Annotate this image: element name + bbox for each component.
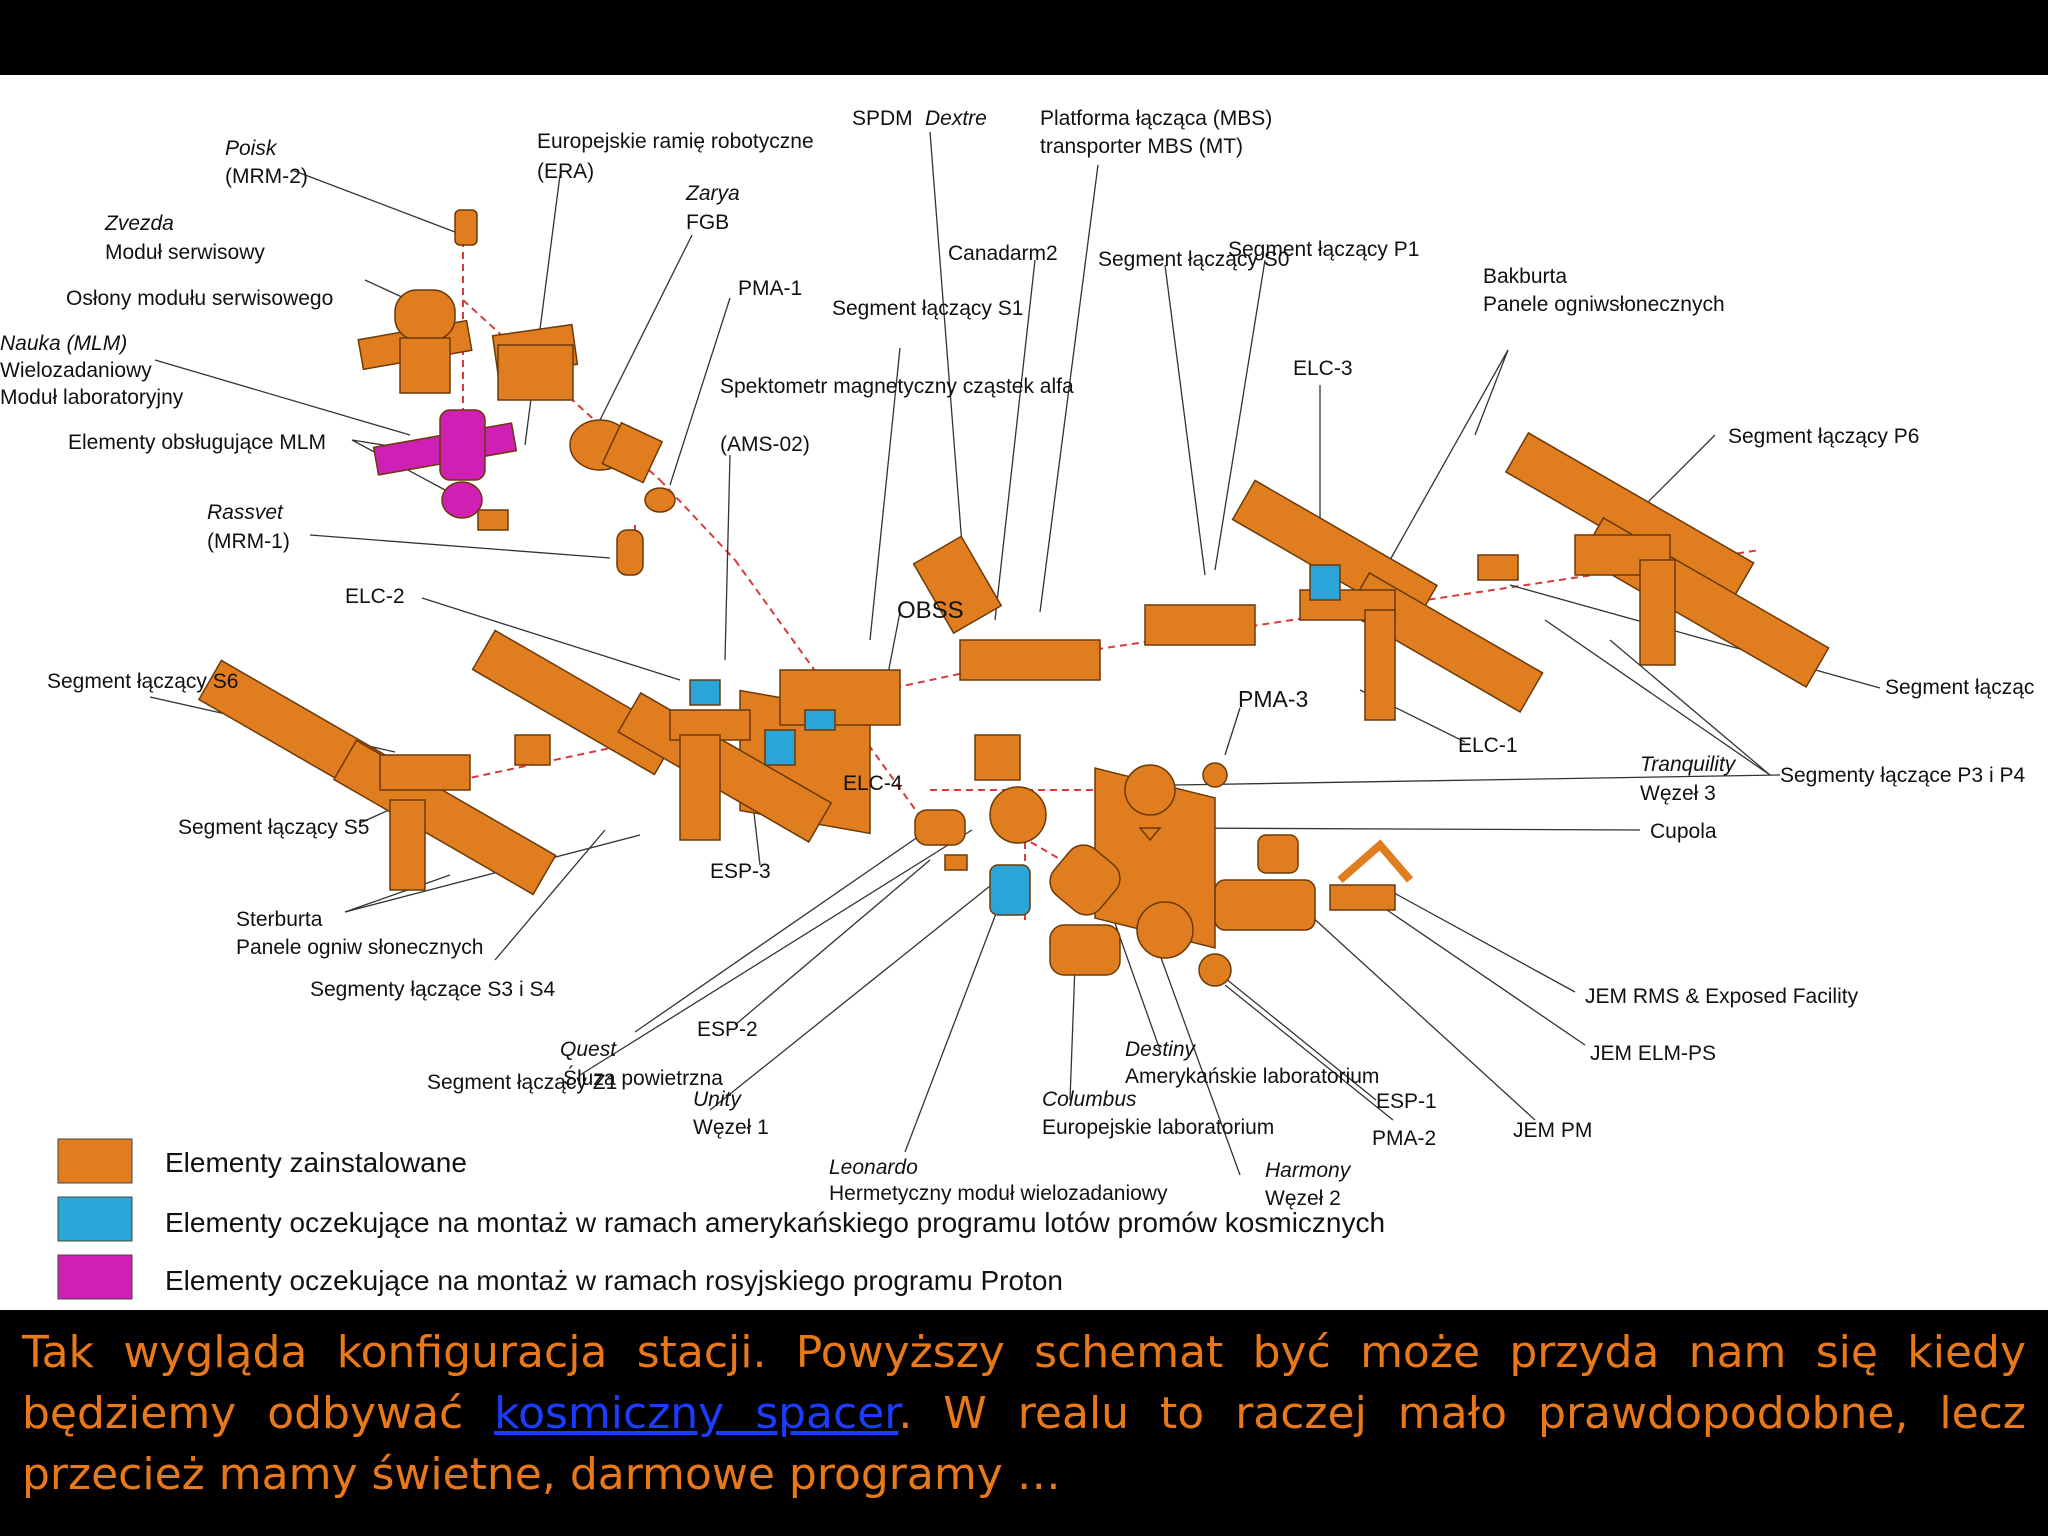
label-destiny-desc: Amerykańskie laboratorium (1125, 1065, 1379, 1088)
label-obss: OBSS (897, 597, 964, 624)
label-bakburta: Bakburta (1483, 265, 1567, 288)
label-p6: Segment łączący P6 (1728, 425, 1919, 448)
label-nauka-desc1: Wielozadaniowy (0, 359, 152, 382)
label-pma3: PMA-3 (1238, 686, 1308, 712)
label-pma2: PMA-2 (1372, 1127, 1436, 1150)
label-mrm2: (MRM-2) (225, 165, 308, 188)
label-harmony: Harmony (1265, 1159, 1352, 1182)
label-elc3: ELC-3 (1293, 357, 1353, 380)
label-s0: Segment łączący S0 (1098, 248, 1289, 271)
label-elc2: ELC-2 (345, 585, 405, 608)
label-columbus: Columbus (1042, 1088, 1137, 1111)
label-node2: Węzeł 2 (1265, 1187, 1341, 1210)
spacewalk-link[interactable]: kosmiczny spacer (494, 1388, 899, 1439)
label-pma1: PMA-1 (738, 277, 802, 300)
legend-label-installed: Elementy zainstalowane (165, 1147, 467, 1178)
label-leonardo-desc: Hermetyczny moduł wielozadaniowy (829, 1182, 1168, 1205)
legend-swatch-proton (57, 1254, 133, 1300)
label-era: Europejskie ramię robotyczne (537, 130, 814, 153)
label-mlm-support: Elementy obsługujące MLM (68, 431, 326, 454)
label-nauka: Nauka (MLM) (0, 332, 127, 355)
legend-swatch-shuttle (57, 1196, 133, 1242)
label-elc1: ELC-1 (1458, 734, 1518, 757)
label-columbus-desc: Europejskie laboratorium (1042, 1116, 1274, 1139)
label-rassvet: Rassvet (207, 501, 284, 524)
label-shields: Osłony modułu serwisowego (66, 287, 333, 310)
label-esp3: ESP-3 (710, 860, 771, 883)
label-z1: Segment łączący Z1 (427, 1071, 617, 1094)
label-leonardo: Leonardo (829, 1156, 918, 1179)
slide-caption: Tak wygląda konfiguracja stacji. Powyższ… (22, 1322, 2026, 1505)
label-fgb: FGB (686, 211, 729, 234)
caption-text-before: Tak wygląda konfiguracja stacji. Powyższ… (22, 1327, 2026, 1439)
label-unity: Unity (693, 1088, 742, 1111)
label-elc4: ELC-4 (843, 772, 903, 795)
label-destiny: Destiny (1125, 1038, 1197, 1061)
label-esp2: ESP-2 (697, 1018, 758, 1041)
label-ams: Spektometr magnetyczny cząstek alfa (720, 375, 1074, 398)
label-node1: Węzeł 1 (693, 1116, 769, 1139)
legend-item-proton: Elementy oczekujące na montaż w ramach r… (57, 1254, 1063, 1300)
label-node3: Węzeł 3 (1640, 782, 1716, 805)
legend-label-proton: Elementy oczekujące na montaż w ramach r… (165, 1265, 1063, 1296)
leader-lines (149, 131, 1881, 1176)
label-zvezda-desc: Moduł serwisowy (105, 241, 265, 264)
label-nauka-desc2: Moduł laboratoryjny (0, 386, 184, 409)
label-airlock: Śluza powietrzna (563, 1066, 723, 1090)
legend-swatch-installed (57, 1138, 133, 1184)
label-s5: Segment łączący S5 (178, 816, 369, 839)
caption-text-after: . W realu to raczej mało prawdopodobne, … (22, 1388, 2026, 1500)
label-mrm1: (MRM-1) (207, 530, 290, 553)
legend: Elementy zainstalowane Elementy oczekują… (57, 1138, 1385, 1300)
label-poisk: Poisk (225, 137, 278, 160)
diagram-labels: Poisk (MRM-2) Europejskie ramię robotycz… (0, 107, 2034, 1210)
label-jem-rms: JEM RMS & Exposed Facility (1585, 985, 1859, 1008)
label-jem-elm: JEM ELM-PS (1590, 1042, 1716, 1065)
label-mbs: Platforma łącząca (MBS) (1040, 107, 1272, 130)
station-modules (197, 209, 1830, 987)
label-sterburta-desc: Panele ogniw słonecznych (236, 936, 484, 959)
label-jem-pm: JEM PM (1513, 1119, 1592, 1142)
label-sterburta: Sterburta (236, 908, 323, 931)
label-cupola: Cupola (1650, 820, 1717, 843)
label-zarya: Zarya (685, 182, 740, 205)
label-bakburta-desc: Panele ogniwsłonecznych (1483, 293, 1725, 316)
label-p5: Segment łącząc (1885, 676, 2034, 699)
label-quest: Quest (560, 1038, 617, 1061)
label-ams-abbr: (AMS-02) (720, 433, 810, 456)
label-p1: Segment łączący P1 (1228, 238, 1419, 261)
label-s3s4: Segmenty łączące S3 i S4 (310, 978, 555, 1001)
label-canadarm2: Canadarm2 (948, 242, 1058, 265)
label-mt: transporter MBS (MT) (1040, 135, 1243, 158)
label-spdm: SPDM (852, 107, 913, 130)
label-era-abbr: (ERA) (537, 160, 594, 183)
label-p3p4: Segmenty łączące P3 i P4 (1780, 764, 2025, 787)
iss-diagram: Poisk (MRM-2) Europejskie ramię robotycz… (0, 75, 2048, 1310)
label-esp1: ESP-1 (1376, 1090, 1437, 1113)
label-s6: Segment łączący S6 (47, 670, 238, 693)
legend-item-shuttle: Elementy oczekujące na montaż w ramach a… (57, 1196, 1385, 1242)
label-s1: Segment łączący S1 (832, 297, 1023, 320)
label-tranquility: Tranquility (1640, 753, 1737, 776)
label-zvezda: Zvezda (104, 212, 174, 235)
legend-label-shuttle: Elementy oczekujące na montaż w ramach a… (165, 1207, 1385, 1238)
label-dextre: Dextre (925, 107, 987, 130)
legend-item-installed: Elementy zainstalowane (57, 1138, 467, 1184)
